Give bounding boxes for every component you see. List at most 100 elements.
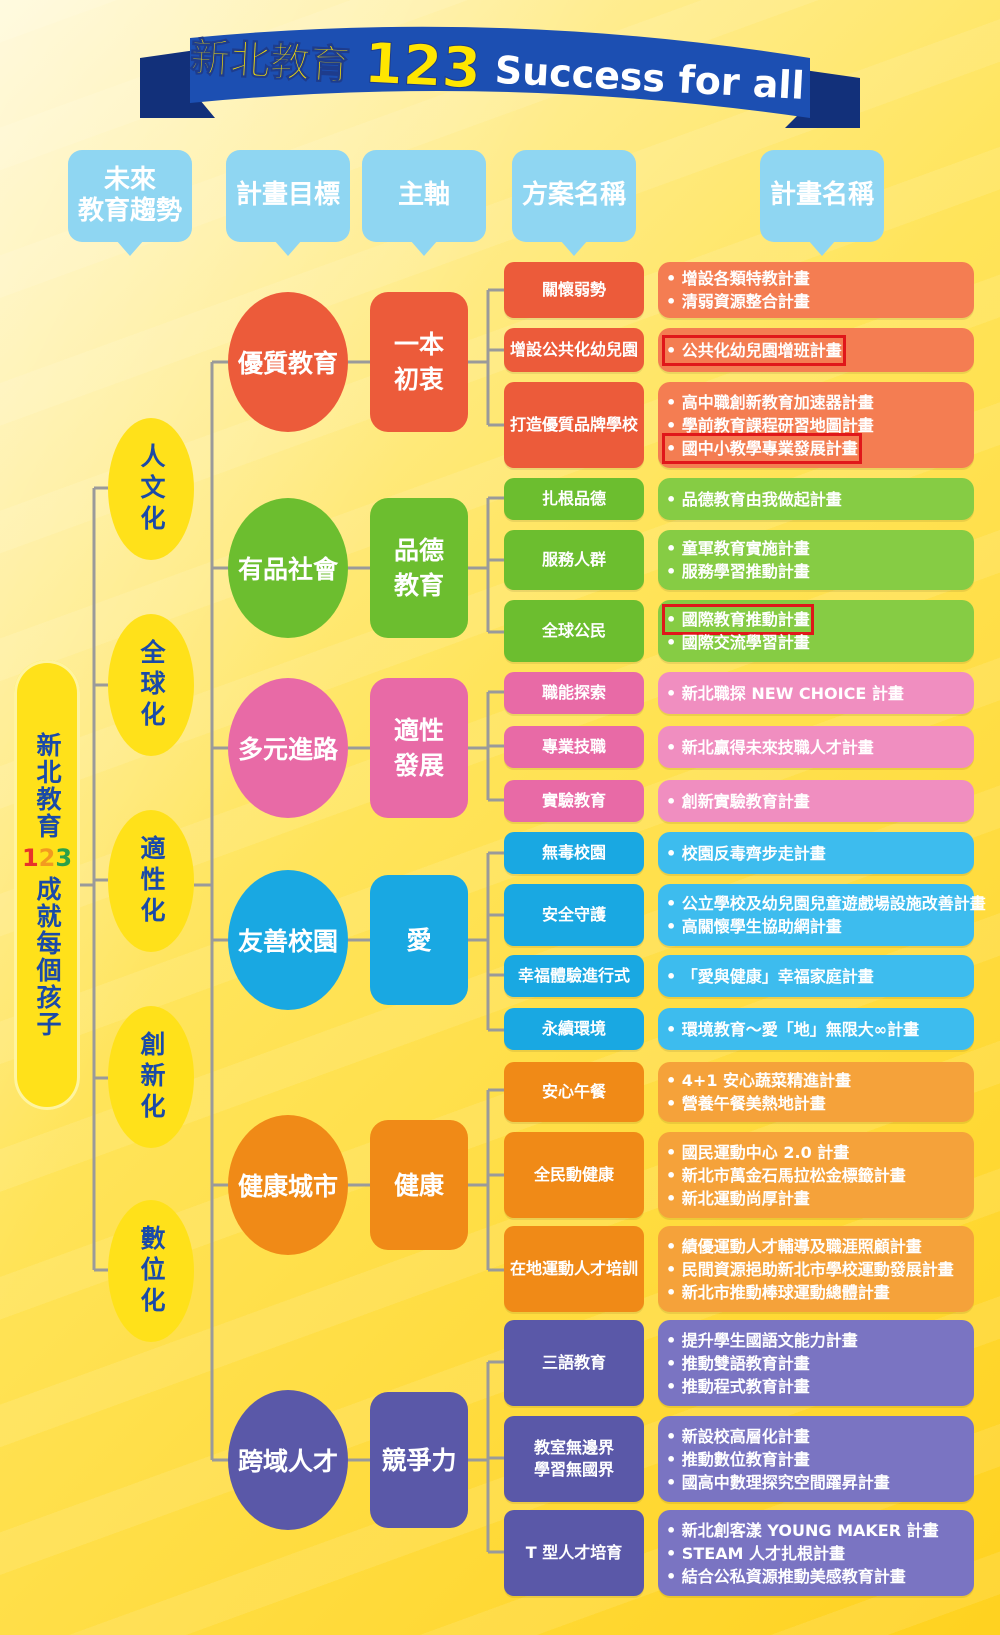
header-program-names: 方案名稱 bbox=[512, 150, 636, 256]
plan-box: 品德教育由我做起計畫 bbox=[658, 478, 974, 520]
plan-box: 環境教育～愛「地」無限大∞計畫 bbox=[658, 1008, 974, 1050]
program-root-morality: 扎根品德 bbox=[504, 478, 644, 520]
program-serve-people: 服務人群 bbox=[504, 530, 644, 590]
header-plan-goals: 計畫目標 bbox=[226, 150, 350, 256]
slogan-top: 新北教育 bbox=[33, 732, 62, 840]
plan-item: 學前教育課程研習地圖計畫 bbox=[666, 414, 966, 437]
plan-box: 「愛與健康」幸福家庭計畫 bbox=[658, 955, 974, 997]
program-local-athlete-training: 在地運動人才培訓 bbox=[504, 1226, 644, 1312]
plan-box: 公共化幼兒園增班計畫 bbox=[658, 328, 974, 372]
plan-item: 新北創客漾 YOUNG MAKER 計畫 bbox=[666, 1519, 966, 1542]
plan-item: 新北市萬金石馬拉松金標籤計畫 bbox=[666, 1164, 966, 1187]
trend-innovative: 創新化 bbox=[108, 1006, 194, 1148]
plan-item: 校園反毒齊步走計畫 bbox=[666, 842, 966, 865]
plan-item-highlighted: 公共化幼兒園增班計畫 bbox=[662, 334, 846, 366]
plan-item: 服務學習推動計畫 bbox=[666, 560, 966, 583]
axis-health: 健康 bbox=[370, 1120, 468, 1250]
goal-diverse-pathways: 多元進路 bbox=[228, 678, 348, 818]
plan-item: 新北職探 NEW CHOICE 計畫 bbox=[666, 682, 966, 705]
program-public-preschool: 增設公共化幼兒園 bbox=[504, 328, 644, 372]
plan-box: 國際教育推動計畫 國際交流學習計畫 bbox=[658, 600, 974, 662]
plan-item: 結合公私資源推動美感教育計畫 bbox=[666, 1565, 966, 1588]
slogan-bottom: 成就每個孩子 bbox=[33, 876, 62, 1038]
plan-box: 增設各類特教計畫 清弱資源整合計畫 bbox=[658, 262, 974, 318]
trend-global: 全球化 bbox=[108, 614, 194, 756]
plan-box: 公立學校及幼兒園兒童遊戲場設施改善計畫 高關懷學生協助網計畫 bbox=[658, 884, 986, 946]
goal-friendly-campus: 友善校園 bbox=[228, 870, 348, 1010]
plan-item: 推動數位教育計畫 bbox=[666, 1448, 966, 1471]
plan-item: 環境教育～愛「地」無限大∞計畫 bbox=[666, 1018, 966, 1041]
program-safety-guard: 安全守護 bbox=[504, 884, 644, 946]
plan-item: 創新實驗教育計畫 bbox=[666, 790, 966, 813]
plan-box: 新北職探 NEW CHOICE 計畫 bbox=[658, 672, 974, 714]
plan-item: 增設各類特教計畫 bbox=[666, 267, 966, 290]
plan-box: 新北創客漾 YOUNG MAKER 計畫 STEAM 人才扎根計畫 結合公私資源… bbox=[658, 1510, 974, 1596]
plan-box: 績優運動人才輔導及職涯照顧計畫 民間資源挹助新北市學校運動發展計畫 新北市推動棒… bbox=[658, 1226, 974, 1312]
program-safe-lunch: 安心午餐 bbox=[504, 1062, 644, 1122]
program-quality-brand-school: 打造優質品牌學校 bbox=[504, 382, 644, 468]
plan-item-highlighted: 國中小教學專業發展計畫 bbox=[662, 432, 862, 464]
plan-item: 新北贏得未來技職人才計畫 bbox=[666, 736, 966, 759]
program-trilingual-education: 三語教育 bbox=[504, 1320, 644, 1406]
plan-box: 高中職創新教育加速器計畫 學前教育課程研習地圖計畫 國中小教學專業發展計畫 bbox=[658, 382, 974, 468]
plan-item: 新北運動尚厚計畫 bbox=[666, 1187, 966, 1210]
program-care-disadvantaged: 關懷弱勢 bbox=[504, 262, 644, 318]
goal-healthy-city: 健康城市 bbox=[228, 1115, 348, 1255]
axis-love: 愛 bbox=[370, 875, 468, 1005]
plan-item: 4+1 安心蔬菜精進計畫 bbox=[666, 1069, 966, 1092]
plan-item: 新設校高層化計畫 bbox=[666, 1425, 966, 1448]
banner-title-number: 123 bbox=[362, 30, 483, 102]
axis-original-intent: 一本 初衷 bbox=[370, 292, 468, 432]
plan-item: 推動雙語教育計畫 bbox=[666, 1352, 966, 1375]
plan-box: 校園反毒齊步走計畫 bbox=[658, 832, 974, 874]
plan-item: 高關懷學生協助網計畫 bbox=[666, 915, 966, 938]
axis-adaptive-development: 適性 發展 bbox=[370, 678, 468, 818]
plan-item: 公立學校及幼兒園兒童遊戲場設施改善計畫 bbox=[666, 892, 986, 915]
plan-box: 童軍教育實施計畫 服務學習推動計畫 bbox=[658, 530, 974, 590]
plan-item: 童軍教育實施計畫 bbox=[666, 537, 966, 560]
plan-box: 新北贏得未來技職人才計畫 bbox=[658, 726, 974, 768]
plan-box: 新設校高層化計畫 推動數位教育計畫 國高中數理探究空間躍昇計畫 bbox=[658, 1416, 974, 1502]
plan-item: 民間資源挹助新北市學校運動發展計畫 bbox=[666, 1258, 966, 1281]
goal-moral-society: 有品社會 bbox=[228, 498, 348, 638]
plan-item: 國民運動中心 2.0 計畫 bbox=[666, 1141, 966, 1164]
trend-humanistic: 人文化 bbox=[108, 418, 194, 560]
plan-item: 提升學生國語文能力計畫 bbox=[666, 1329, 966, 1352]
axis-moral-education: 品德 教育 bbox=[370, 498, 468, 638]
program-global-citizen: 全球公民 bbox=[504, 600, 644, 662]
program-drug-free-campus: 無毒校園 bbox=[504, 832, 644, 874]
trend-adaptive: 適性化 bbox=[108, 810, 194, 952]
plan-item: 國際交流學習計畫 bbox=[666, 631, 966, 654]
plan-item: 清弱資源整合計畫 bbox=[666, 290, 966, 313]
plan-box: 創新實驗教育計畫 bbox=[658, 780, 974, 822]
plan-item-highlighted: 國際教育推動計畫 bbox=[662, 604, 814, 635]
program-vocational-skills: 專業技職 bbox=[504, 726, 644, 768]
plan-item: 國高中數理探究空間躍昇計畫 bbox=[666, 1471, 966, 1494]
plan-box: 4+1 安心蔬菜精進計畫 營養午餐美熱地計畫 bbox=[658, 1062, 974, 1122]
axis-competitiveness: 競爭力 bbox=[370, 1392, 468, 1528]
goal-quality-education: 優質教育 bbox=[228, 292, 348, 432]
plan-box: 提升學生國語文能力計畫 推動雙語教育計畫 推動程式教育計畫 bbox=[658, 1320, 974, 1406]
program-experimental-education: 實驗教育 bbox=[504, 780, 644, 822]
plan-box: 國民運動中心 2.0 計畫 新北市萬金石馬拉松金標籤計畫 新北運動尚厚計畫 bbox=[658, 1132, 974, 1218]
plan-item: 推動程式教育計畫 bbox=[666, 1375, 966, 1398]
banner-ribbon bbox=[140, 26, 860, 128]
plan-item: 品德教育由我做起計畫 bbox=[666, 488, 966, 511]
banner-title-en: Success for all bbox=[493, 47, 806, 108]
banner-title-zh: 新北教育 bbox=[189, 34, 352, 90]
plan-item: 新北市推動棒球運動總體計畫 bbox=[666, 1281, 966, 1304]
plan-item: 「愛與健康」幸福家庭計畫 bbox=[666, 965, 966, 988]
header-plan-names: 計畫名稱 bbox=[760, 150, 884, 256]
header-main-axis: 主軸 bbox=[362, 150, 486, 256]
plan-item: 高中職創新教育加速器計畫 bbox=[666, 391, 966, 414]
plan-item: 績優運動人才輔導及職涯照顧計畫 bbox=[666, 1235, 966, 1258]
goal-cross-domain-talent: 跨域人才 bbox=[228, 1390, 348, 1530]
program-happiness-experience: 幸福體驗進行式 bbox=[504, 955, 644, 997]
trend-digital: 數位化 bbox=[108, 1200, 194, 1342]
plan-item: 營養午餐美熱地計畫 bbox=[666, 1092, 966, 1115]
program-sustainable-environment: 永續環境 bbox=[504, 1008, 644, 1050]
header-future-trends: 未來 教育趨勢 bbox=[68, 150, 192, 256]
